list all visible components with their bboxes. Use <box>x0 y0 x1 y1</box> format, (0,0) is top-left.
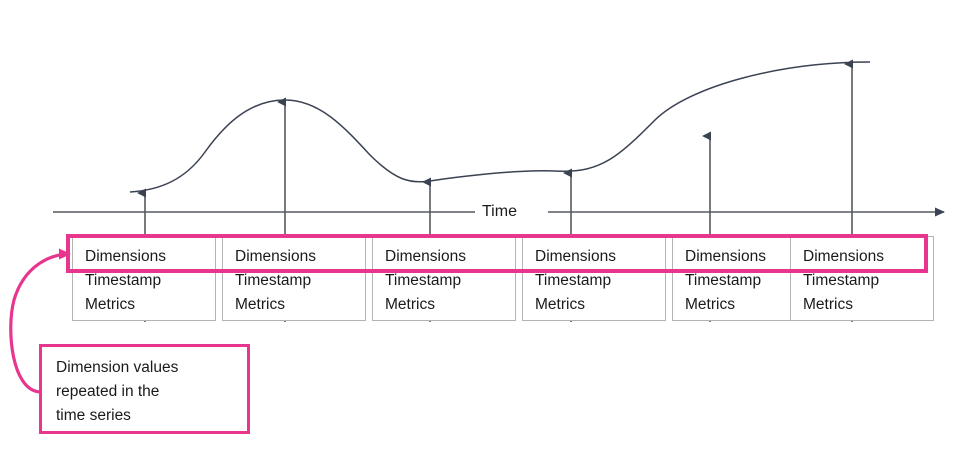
record-dimensions: Dimensions <box>535 248 616 265</box>
record-box[interactable]: Dimensions Timestamp Metrics <box>790 236 934 321</box>
record-dimensions: Dimensions <box>235 248 316 265</box>
callout-line-1: Dimension values <box>56 359 179 376</box>
record-timestamp: Timestamp <box>385 272 462 289</box>
axis-label-time: Time <box>475 203 524 221</box>
record-timestamp: Timestamp <box>685 272 762 289</box>
callout-line-2: repeated in the <box>56 383 160 400</box>
metric-curve <box>129 61 871 193</box>
record-timestamp: Timestamp <box>803 272 880 289</box>
record-box[interactable]: Dimensions Timestamp Metrics <box>72 236 216 321</box>
callout-line-3: time series <box>56 407 131 424</box>
record-box[interactable]: Dimensions Timestamp Metrics <box>522 236 666 321</box>
record-metrics: Metrics <box>85 296 135 313</box>
callout-box: Dimension values repeated in the time se… <box>39 344 250 434</box>
record-timestamp: Timestamp <box>235 272 312 289</box>
record-metrics: Metrics <box>685 296 735 313</box>
record-box[interactable]: Dimensions Timestamp Metrics <box>222 236 366 321</box>
callout-connector <box>9 248 71 394</box>
record-metrics: Metrics <box>385 296 435 313</box>
record-timestamp: Timestamp <box>85 272 162 289</box>
record-timestamp: Timestamp <box>535 272 612 289</box>
record-metrics: Metrics <box>803 296 853 313</box>
record-dimensions: Dimensions <box>803 248 884 265</box>
record-box[interactable]: Dimensions Timestamp Metrics <box>372 236 516 321</box>
record-dimensions: Dimensions <box>385 248 466 265</box>
record-dimensions: Dimensions <box>685 248 766 265</box>
record-metrics: Metrics <box>235 296 285 313</box>
record-metrics: Metrics <box>535 296 585 313</box>
record-dimensions: Dimensions <box>85 248 166 265</box>
